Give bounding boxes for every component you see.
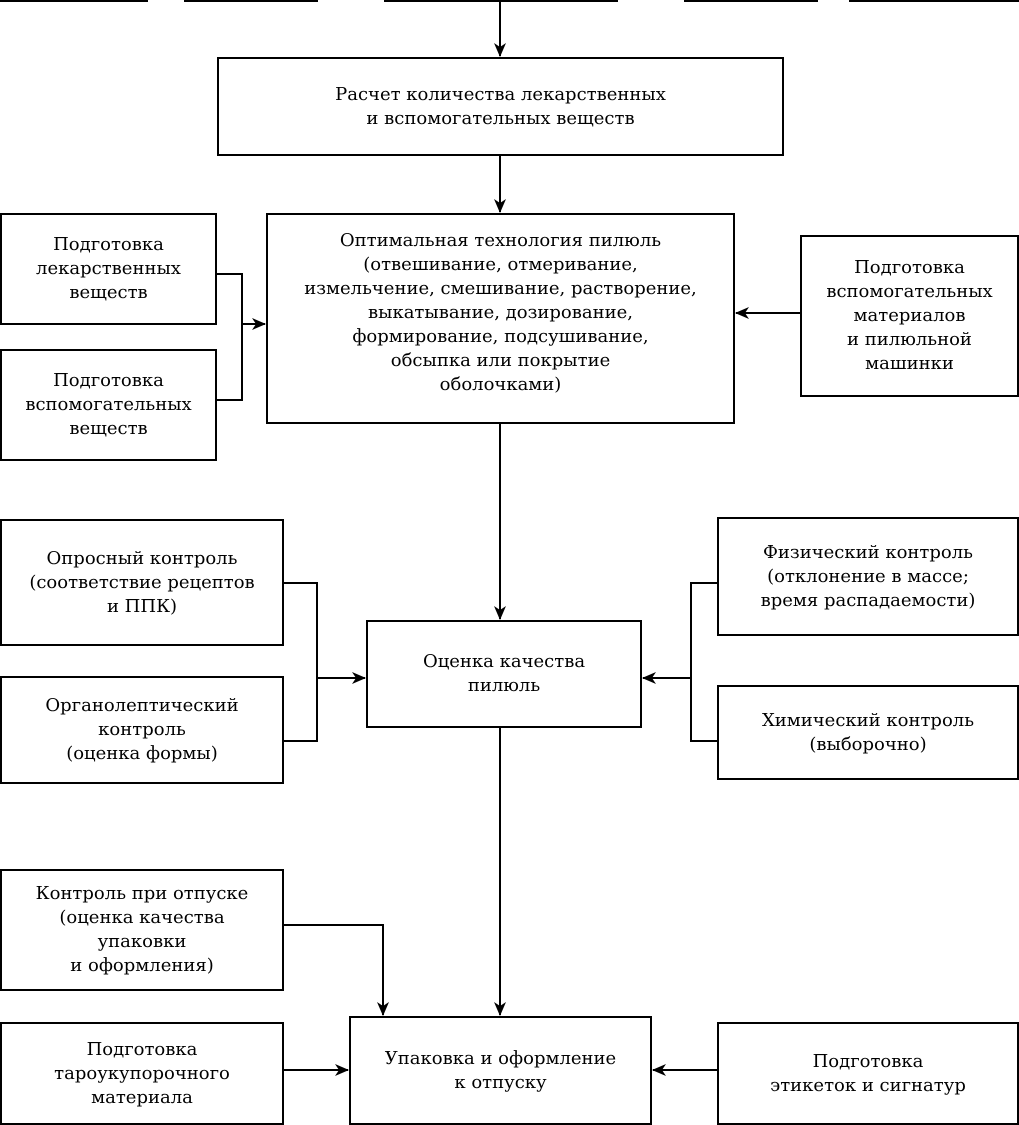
- box-packaging-text: Упаковка и оформление к отпуску: [384, 1047, 617, 1093]
- box-organoleptic-control: Органолептический контроль (оценка формы…: [0, 676, 284, 784]
- connector-physical-control: [690, 582, 717, 678]
- connector-prep-drugs: [217, 273, 243, 324]
- box-prep-drugs: Подготовка лекарственных веществ: [0, 213, 217, 325]
- box-prep-aux-materials: Подготовка вспомогательных материалов и …: [800, 235, 1019, 397]
- box-physical-control-text: Физический контроль (отклонение в массе;…: [760, 541, 976, 611]
- box-chemical-control: Химический контроль (выборочно): [717, 685, 1019, 780]
- box-organoleptic-control-text: Органолептический контроль (оценка формы…: [45, 695, 239, 764]
- connector-chemical-control: [690, 678, 717, 742]
- connector-survey-control: [284, 582, 318, 678]
- connector-organoleptic-control: [284, 678, 318, 742]
- box-prep-aux-materials-text: Подготовка вспомогательных материалов и …: [826, 257, 993, 374]
- connector-prep-aux-substances: [217, 324, 243, 401]
- box-chemical-control-text: Химический контроль (выборочно): [761, 709, 975, 755]
- box-prep-drugs-text: Подготовка лекарственных веществ: [36, 234, 181, 303]
- box-packaging: Упаковка и оформление к отпуску: [349, 1016, 652, 1125]
- box-prep-packaging-text: Подготовка тароукупорочного материала: [54, 1038, 230, 1108]
- connector-release-control: [284, 924, 389, 1016]
- box-prep-packaging: Подготовка тароукупорочного материала: [0, 1022, 284, 1125]
- box-survey-control-text: Опросный контроль (соответствие рецептов…: [29, 547, 255, 617]
- box-release-control-text: Контроль при отпуске (оценка качества уп…: [35, 883, 249, 976]
- box-prep-aux-substances-text: Подготовка вспомогательных веществ: [25, 370, 192, 439]
- box-technology: Оптимальная технология пилюль (отвешиван…: [266, 213, 735, 424]
- box-technology-text: Оптимальная технология пилюль (отвешиван…: [304, 230, 697, 395]
- box-calc-text: Расчет количества лекарственных и вспомо…: [335, 83, 666, 129]
- box-quality-assessment-text: Оценка качества пилюль: [422, 651, 586, 696]
- box-prep-aux-substances: Подготовка вспомогательных веществ: [0, 349, 217, 461]
- box-prep-labels-text: Подготовка этикеток и сигнатур: [770, 1050, 966, 1096]
- box-prep-labels: Подготовка этикеток и сигнатур: [717, 1022, 1019, 1125]
- box-quality-assessment: Оценка качества пилюль: [366, 620, 642, 728]
- box-physical-control: Физический контроль (отклонение в массе;…: [717, 517, 1019, 636]
- box-survey-control: Опросный контроль (соответствие рецептов…: [0, 519, 284, 646]
- box-release-control: Контроль при отпуске (оценка качества уп…: [0, 869, 284, 991]
- box-calc: Расчет количества лекарственных и вспомо…: [217, 57, 784, 156]
